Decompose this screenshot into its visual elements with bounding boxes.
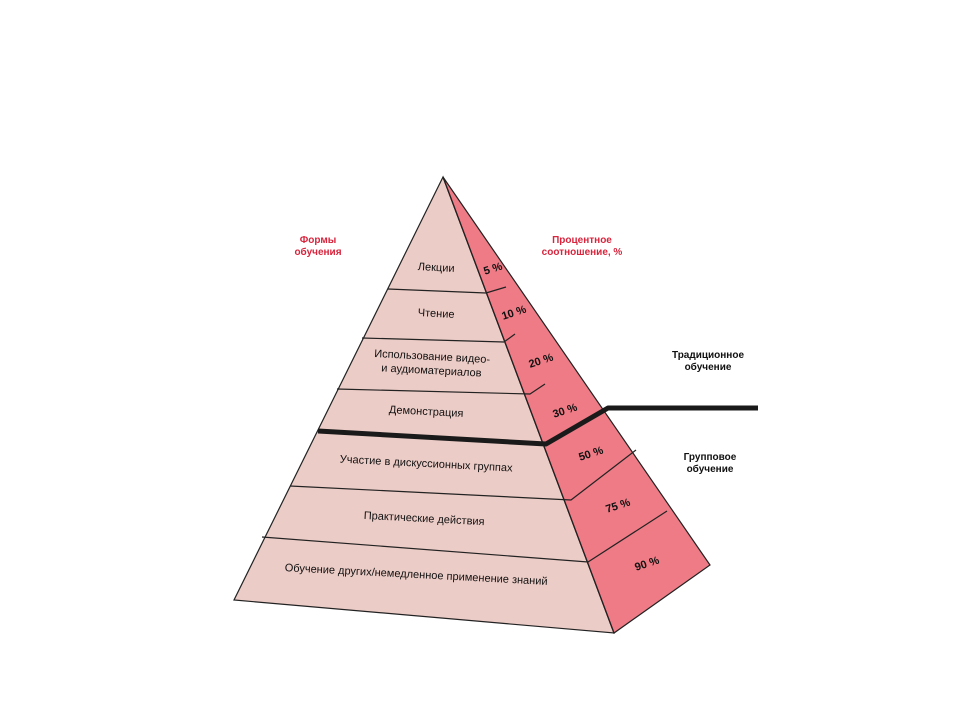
- tier-separators: [261, 176, 668, 634]
- percent-label-lectures: 5 %: [482, 260, 504, 277]
- tier-separator-2: [361, 333, 516, 343]
- tier-separator-4: [289, 449, 637, 501]
- level-label-lectures: Лекции: [417, 261, 454, 275]
- level-label-demonstration: Демонстрация: [389, 404, 464, 420]
- level-label-reading: Чтение: [418, 307, 455, 321]
- pyramid-front-side-edge: [442, 176, 615, 634]
- traditional-group-divider: [317, 405, 758, 447]
- tier-separator-3: [336, 383, 546, 395]
